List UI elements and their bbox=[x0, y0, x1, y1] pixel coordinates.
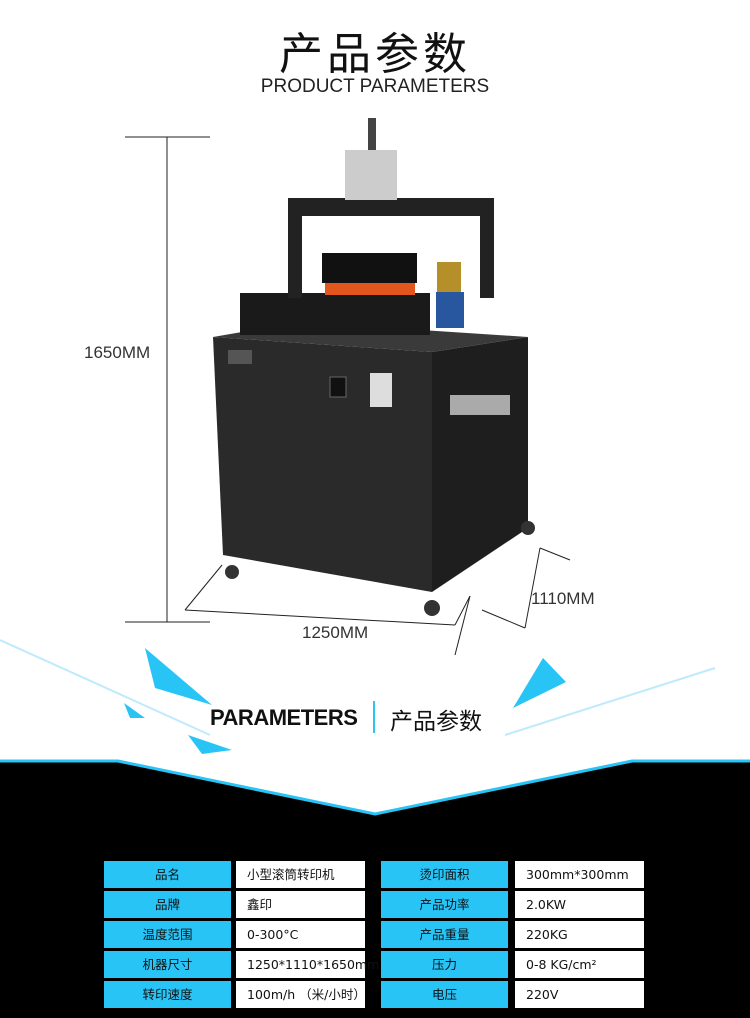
param-label: 压力 bbox=[381, 951, 508, 978]
param-value: 2.0KW bbox=[515, 891, 644, 918]
height-dimension-label: 1650MM bbox=[84, 343, 151, 362]
param-label: 品牌 bbox=[104, 891, 231, 918]
param-label: 电压 bbox=[381, 981, 508, 1008]
param-value: 鑫印 bbox=[236, 891, 365, 918]
param-value: 0-300°C bbox=[236, 921, 365, 948]
param-label: 产品功率 bbox=[381, 891, 508, 918]
param-value: 1250*1110*1650mm bbox=[236, 951, 379, 978]
param-label: 烫印面积 bbox=[381, 861, 508, 888]
section-heading-divider bbox=[373, 701, 375, 733]
param-label: 品名 bbox=[104, 861, 231, 888]
param-label: 转印速度 bbox=[104, 981, 231, 1008]
param-label: 温度范围 bbox=[104, 921, 231, 948]
dimension-lines bbox=[125, 136, 571, 656]
param-value: 0-8 KG/cm² bbox=[515, 951, 644, 978]
param-value: 220KG bbox=[515, 921, 644, 948]
param-label: 产品重量 bbox=[381, 921, 508, 948]
machine-image bbox=[213, 118, 535, 616]
param-value: 300mm*300mm bbox=[515, 861, 644, 888]
depth-dimension-label: 1110MM bbox=[531, 589, 595, 608]
section-heading-cn: 产品参数 bbox=[390, 709, 482, 735]
param-value: 小型滚筒转印机 bbox=[236, 861, 365, 888]
section-heading-en: PARAMETERS bbox=[210, 705, 358, 730]
param-label: 机器尺寸 bbox=[104, 951, 231, 978]
page-subtitle: PRODUCT PARAMETERS bbox=[260, 76, 490, 97]
param-value: 100m/h （米/小时） bbox=[236, 981, 366, 1008]
page-title: 产品参数 bbox=[279, 29, 471, 80]
length-dimension-label: 1250MM bbox=[302, 623, 369, 642]
param-value: 220V bbox=[515, 981, 644, 1008]
